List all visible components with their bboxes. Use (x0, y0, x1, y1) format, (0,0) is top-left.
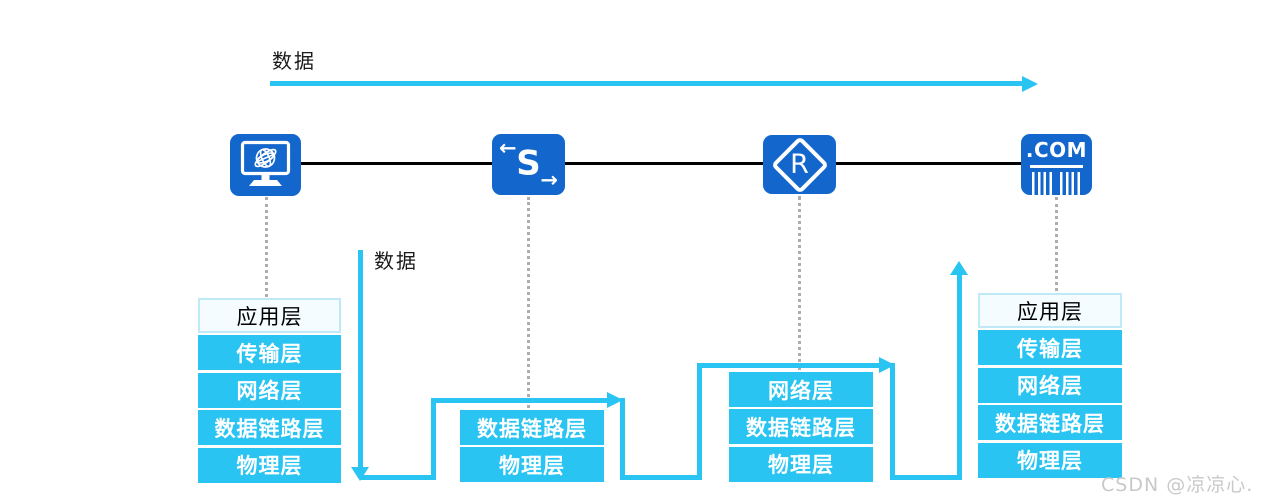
switch-letter: S (516, 143, 541, 184)
flow-seg-down-router (890, 363, 895, 480)
flow-seg-over-switch (431, 398, 609, 403)
router-layer-physical: 物理层 (729, 446, 873, 482)
server-layer-application: 应用层 (978, 293, 1122, 328)
router-layer-network: 网络层 (729, 372, 873, 407)
data-flow-arrow-top-line (270, 81, 1023, 86)
host-layer-network: 网络层 (198, 372, 341, 408)
flow-seg-over-router (697, 363, 881, 368)
computer-globe-icon (240, 140, 291, 186)
server-stack: 应用层 传输层 网络层 数据链路层 物理层 (978, 293, 1122, 480)
physical-link-line (265, 162, 1057, 165)
flow-seg-bottom-2 (620, 475, 702, 480)
host-connector (265, 197, 268, 297)
host-stack: 应用层 传输层 网络层 数据链路层 物理层 (198, 298, 341, 485)
switch-layer-datalink: 数据链路层 (460, 410, 604, 445)
host-layer-physical: 物理层 (198, 447, 341, 483)
router-stack: 网络层 数据链路层 物理层 (729, 372, 873, 484)
watermark: CSDN @凉凉心. (1101, 474, 1254, 496)
server-layer-transport: 传输层 (978, 330, 1122, 366)
flow-seg-up-to-switch (431, 398, 436, 480)
flow-seg-down-switch (620, 398, 625, 480)
router-layer-datalink: 数据链路层 (729, 409, 873, 445)
router-connector (798, 196, 801, 370)
host-layer-datalink: 数据链路层 (198, 410, 341, 446)
flow-seg-down-host (358, 250, 363, 470)
host-device (230, 134, 301, 196)
router-device: R (763, 135, 836, 194)
router-letter: R (790, 148, 809, 180)
switch-connector (527, 197, 530, 408)
switch-device: ← S → (492, 134, 565, 195)
server-layer-physical: 物理层 (978, 442, 1122, 478)
switch-arrow-left-icon: ← (499, 136, 517, 160)
server-layer-network: 网络层 (978, 367, 1122, 403)
dotcom-divider (1030, 165, 1083, 168)
switch-arrow-right-icon: → (540, 168, 558, 192)
switch-layer-physical: 物理层 (460, 447, 604, 483)
dotcom-label: .COM (1025, 138, 1088, 162)
flow-head-right-switch (607, 392, 623, 408)
flow-seg-up-server (957, 274, 962, 480)
flow-seg-bottom-1 (360, 475, 436, 480)
barcode-icon (1032, 171, 1081, 195)
server-connector (1055, 197, 1058, 291)
flow-seg-up-to-router (697, 363, 702, 480)
flow-head-up (950, 261, 968, 275)
server-layer-datalink: 数据链路层 (978, 405, 1122, 441)
server-device: .COM (1021, 134, 1092, 195)
host-layer-application: 应用层 (198, 298, 341, 333)
host-layer-transport: 传输层 (198, 335, 341, 371)
data-flow-arrow-top-head (1022, 76, 1038, 92)
switch-stack: 数据链路层 物理层 (460, 410, 604, 485)
data-flow-label-mid: 数据 (374, 249, 418, 273)
data-flow-label-top: 数据 (272, 49, 316, 73)
flow-seg-bottom-3 (890, 475, 962, 480)
